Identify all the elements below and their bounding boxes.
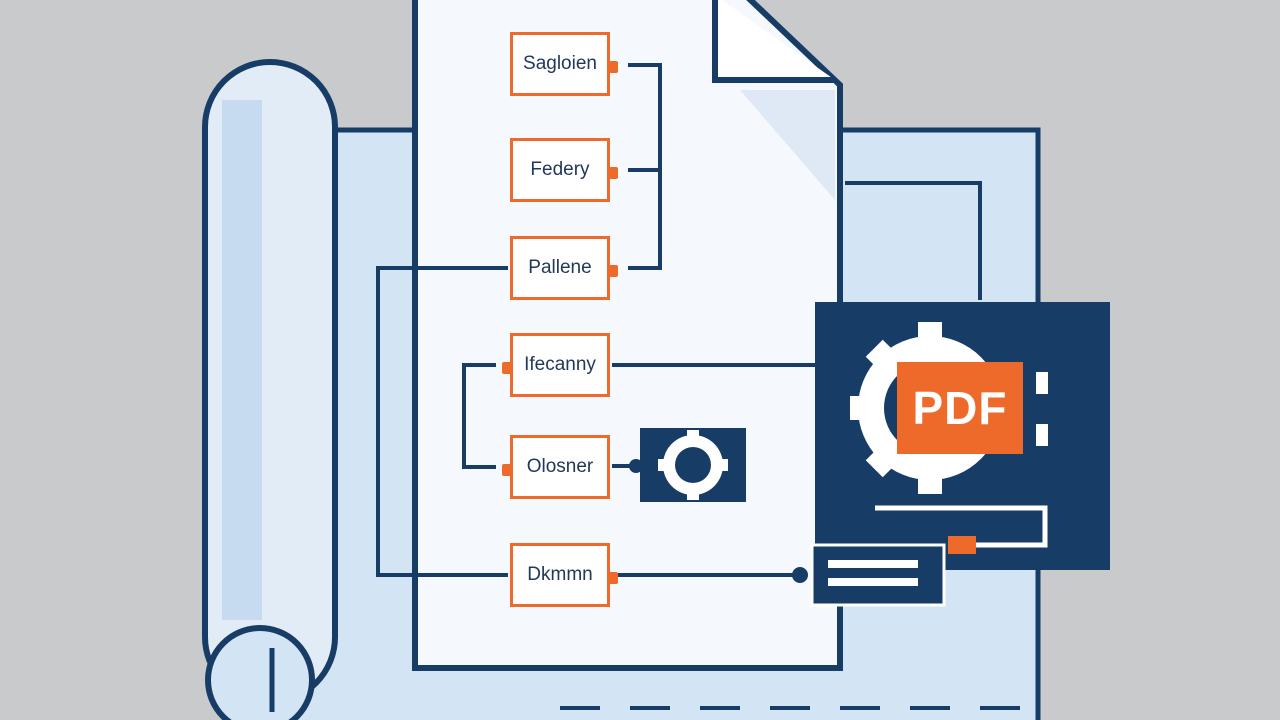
node-1: Sagloien (510, 32, 618, 96)
gear-icon (629, 428, 746, 502)
connectors (376, 63, 982, 577)
node-4: Ifecanny (502, 333, 610, 397)
pdf-badge: PDF (897, 362, 1023, 454)
node-3: Pallene (510, 236, 618, 300)
node-6: Dkmmn (510, 543, 618, 607)
node-2: Federy (510, 138, 618, 202)
node-5: Olosner (502, 435, 610, 499)
file-card-icon (792, 543, 946, 607)
document-icon (412, 0, 843, 671)
